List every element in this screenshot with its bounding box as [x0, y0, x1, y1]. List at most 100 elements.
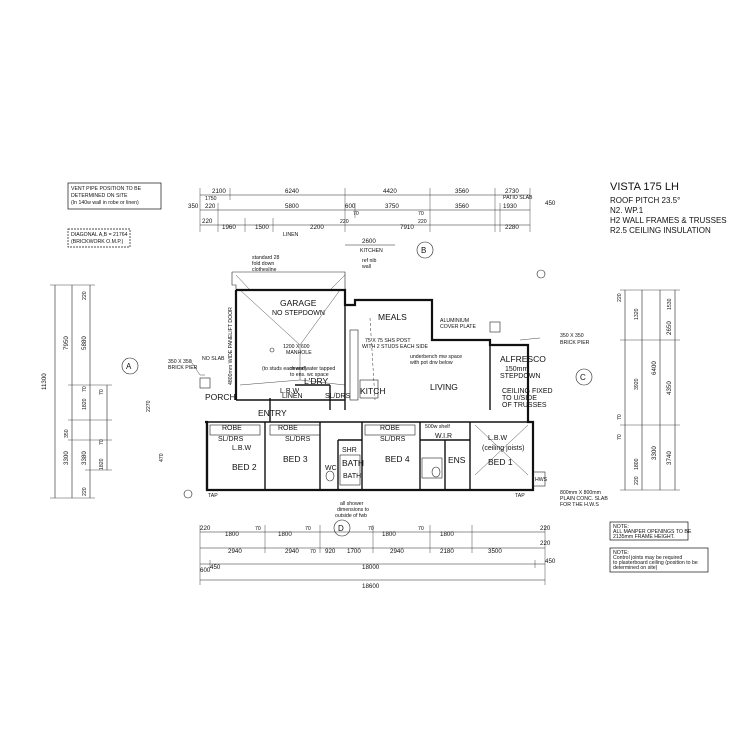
svg-text:PATIO SLAB: PATIO SLAB	[503, 195, 533, 201]
room-bed3: BED 3	[283, 454, 308, 464]
ceiling-note-3: OF TRUSSES	[502, 402, 547, 409]
hws-slab-1: 800mm X 800mm	[560, 490, 601, 496]
svg-text:70: 70	[99, 439, 105, 445]
roof-pitch: ROOF PITCH 23.5°	[610, 196, 680, 205]
sldrs-ldry: SL/DRS	[325, 393, 351, 400]
alfresco-stepdown-2: STEPDOWN	[500, 373, 540, 380]
post-note-2: WITH 2 STUDS EACH SIDE	[362, 344, 429, 350]
svg-text:2200: 2200	[310, 224, 324, 231]
wc-label: WC	[325, 465, 337, 472]
svg-text:450: 450	[545, 200, 556, 207]
shower-label: SHR	[342, 447, 357, 454]
svg-text:to plasterboard ceiling (posit: to plasterboard ceiling (position to be	[613, 560, 698, 566]
svg-text:(In 140w wall in robe or linen: (In 140w wall in robe or linen)	[71, 200, 139, 206]
lbw-bed2: L.B.W	[232, 445, 251, 452]
diagonal-note: DIAGONAL A,B = 21764 (BRICKWORK O.M.P.)	[67, 228, 131, 248]
left-pier-2: BRICK PIER	[168, 365, 198, 371]
svg-text:220: 220	[340, 219, 349, 225]
section-marker-a: A	[121, 357, 139, 375]
svg-text:(BRICKWORK O.M.P.): (BRICKWORK O.M.P.)	[71, 239, 124, 245]
svg-text:6240: 6240	[285, 188, 299, 195]
svg-text:2940: 2940	[228, 548, 242, 555]
svg-text:7910: 7910	[400, 224, 414, 231]
svg-text:1930: 1930	[503, 203, 517, 210]
svg-text:1820: 1820	[82, 398, 88, 410]
svg-text:1700: 1700	[347, 548, 361, 555]
svg-text:2180: 2180	[440, 548, 454, 555]
sldrs-bed3: SL/DRS	[285, 436, 311, 443]
room-ens: ENS	[448, 455, 466, 465]
svg-text:D: D	[338, 524, 344, 533]
room-bed2: BED 2	[232, 462, 257, 472]
right-pier-2: BRICK PIER	[560, 340, 590, 346]
room-entry: ENTRY	[258, 408, 287, 418]
svg-text:3560: 3560	[455, 188, 469, 195]
sldrs-bed4: SL/DRS	[380, 436, 406, 443]
manhole-2: MANHOLE	[286, 350, 312, 356]
svg-text:3300: 3300	[63, 451, 70, 465]
svg-text:220: 220	[205, 203, 216, 210]
room-kitch: KITCH	[360, 386, 386, 396]
ceiling-note-2: TO U/SIDE	[502, 395, 537, 402]
control-joint-note: NOTE: Control joints may be required to …	[609, 547, 709, 573]
svg-text:C: C	[580, 373, 586, 382]
room-ldry: L'DRY	[304, 376, 328, 386]
svg-text:VENT PIPE POSITION TO BE: VENT PIPE POSITION TO BE	[71, 186, 142, 192]
svg-text:B: B	[421, 246, 426, 255]
svg-text:1800: 1800	[278, 531, 292, 538]
svg-text:920: 920	[325, 548, 336, 555]
shelf-note: 500w shelf	[425, 424, 450, 430]
svg-text:70: 70	[368, 526, 374, 532]
svg-text:70: 70	[617, 414, 623, 420]
svg-text:2135mm FRAME HEIGHT.: 2135mm FRAME HEIGHT.	[613, 534, 675, 540]
svg-text:220: 220	[202, 218, 213, 225]
svg-text:3560: 3560	[455, 203, 469, 210]
insulation-note: R2.5 CEILING INSULATION	[610, 226, 711, 235]
svg-text:470: 470	[159, 453, 165, 462]
manhole-1: 1200 X 600	[283, 344, 310, 350]
section-marker-c: C	[575, 368, 593, 386]
svg-text:18000: 18000	[362, 564, 380, 571]
svg-text:1800: 1800	[382, 531, 396, 538]
svg-text:70: 70	[255, 526, 261, 532]
svg-text:1530: 1530	[667, 298, 673, 310]
svg-text:70: 70	[305, 526, 311, 532]
clothesline-2: fold down	[252, 261, 274, 267]
room-porch: PORCH	[205, 392, 236, 402]
svg-text:NOTE:: NOTE:	[613, 524, 629, 530]
svg-text:determined on site): determined on site)	[613, 565, 658, 571]
tap-right: TAP	[515, 493, 525, 499]
ref-nib-1: ref nib	[362, 258, 377, 264]
services-2: to ens. wc space	[290, 372, 329, 378]
clothesline-1: standard 28	[252, 255, 280, 261]
svg-text:18600: 18600	[362, 583, 380, 590]
room-wir: W.I.R	[435, 433, 452, 440]
svg-text:3740: 3740	[666, 451, 673, 465]
left-dimensions: 11300 220 7950 5880 70 1820 70 70 3300 3…	[41, 284, 165, 499]
svg-text:1800: 1800	[440, 531, 454, 538]
svg-text:1820: 1820	[99, 458, 105, 470]
svg-text:70: 70	[418, 526, 424, 532]
corner-marker-a	[183, 269, 546, 499]
svg-text:220: 220	[540, 540, 551, 547]
wind-class: N2. WP.1	[610, 206, 644, 215]
svg-text:ALL MANPER OPENINGS TO BE: ALL MANPER OPENINGS TO BE	[613, 529, 692, 535]
svg-text:2100: 2100	[212, 188, 226, 195]
svg-text:1320: 1320	[634, 308, 640, 320]
shower-dim-1: all shower	[340, 501, 364, 507]
room-alfresco: ALFRESCO	[500, 354, 546, 364]
svg-text:70: 70	[353, 211, 359, 217]
svg-text:Control joints may be required: Control joints may be required	[613, 555, 682, 561]
panelift-door: 4800mm WIDE PANELIFT DOOR	[228, 307, 234, 385]
svg-text:DETERMINED ON SITE: DETERMINED ON SITE	[71, 193, 128, 199]
robe-bed2: ROBE	[222, 425, 242, 432]
svg-text:3920: 3920	[634, 378, 640, 390]
robe-bed3: ROBE	[278, 425, 298, 432]
svg-text:5800: 5800	[285, 203, 299, 210]
svg-text:7950: 7950	[63, 336, 70, 350]
no-slab-note: NO SLAB	[202, 356, 225, 362]
underbench-1: underbench mw space	[410, 354, 462, 360]
bottom-dimensions: 220 1800 70 1800 70 70 1800 70 1800 220 …	[199, 525, 556, 590]
tap-left: TAP	[208, 493, 218, 499]
room-garage: GARAGE	[280, 298, 317, 308]
